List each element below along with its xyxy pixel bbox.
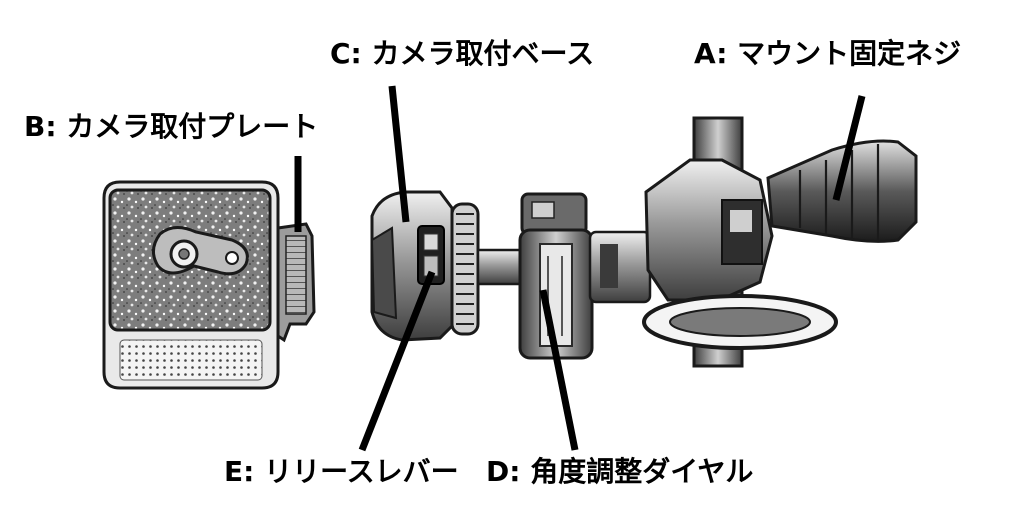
camera-unit (102, 180, 316, 390)
connecting-shaft (476, 248, 526, 286)
label-camera-mounting-plate: B: カメラ取付プレート (24, 110, 319, 143)
leader-line-e (358, 270, 436, 452)
clamp-mount (642, 116, 918, 368)
label-angle-adjustment-dial: D: 角度調整ダイヤル (486, 455, 754, 488)
camera-speaker-grille (119, 339, 263, 381)
label-release-lever: E: リリースレバー (224, 455, 459, 488)
camera-plate-hole (225, 251, 239, 265)
dial-linkage (588, 230, 652, 304)
leader-line-a (832, 95, 866, 201)
mount-screw-knob (766, 139, 918, 243)
label-mount-fixing-screw: A: マウント固定ネジ (694, 37, 962, 70)
leader-line-c (388, 85, 410, 223)
label-camera-mounting-base: C: カメラ取付ベース (330, 37, 595, 70)
leader-line-d (539, 289, 579, 451)
angle-adjustment-dial (518, 192, 594, 360)
camera-mount-base (370, 190, 480, 342)
